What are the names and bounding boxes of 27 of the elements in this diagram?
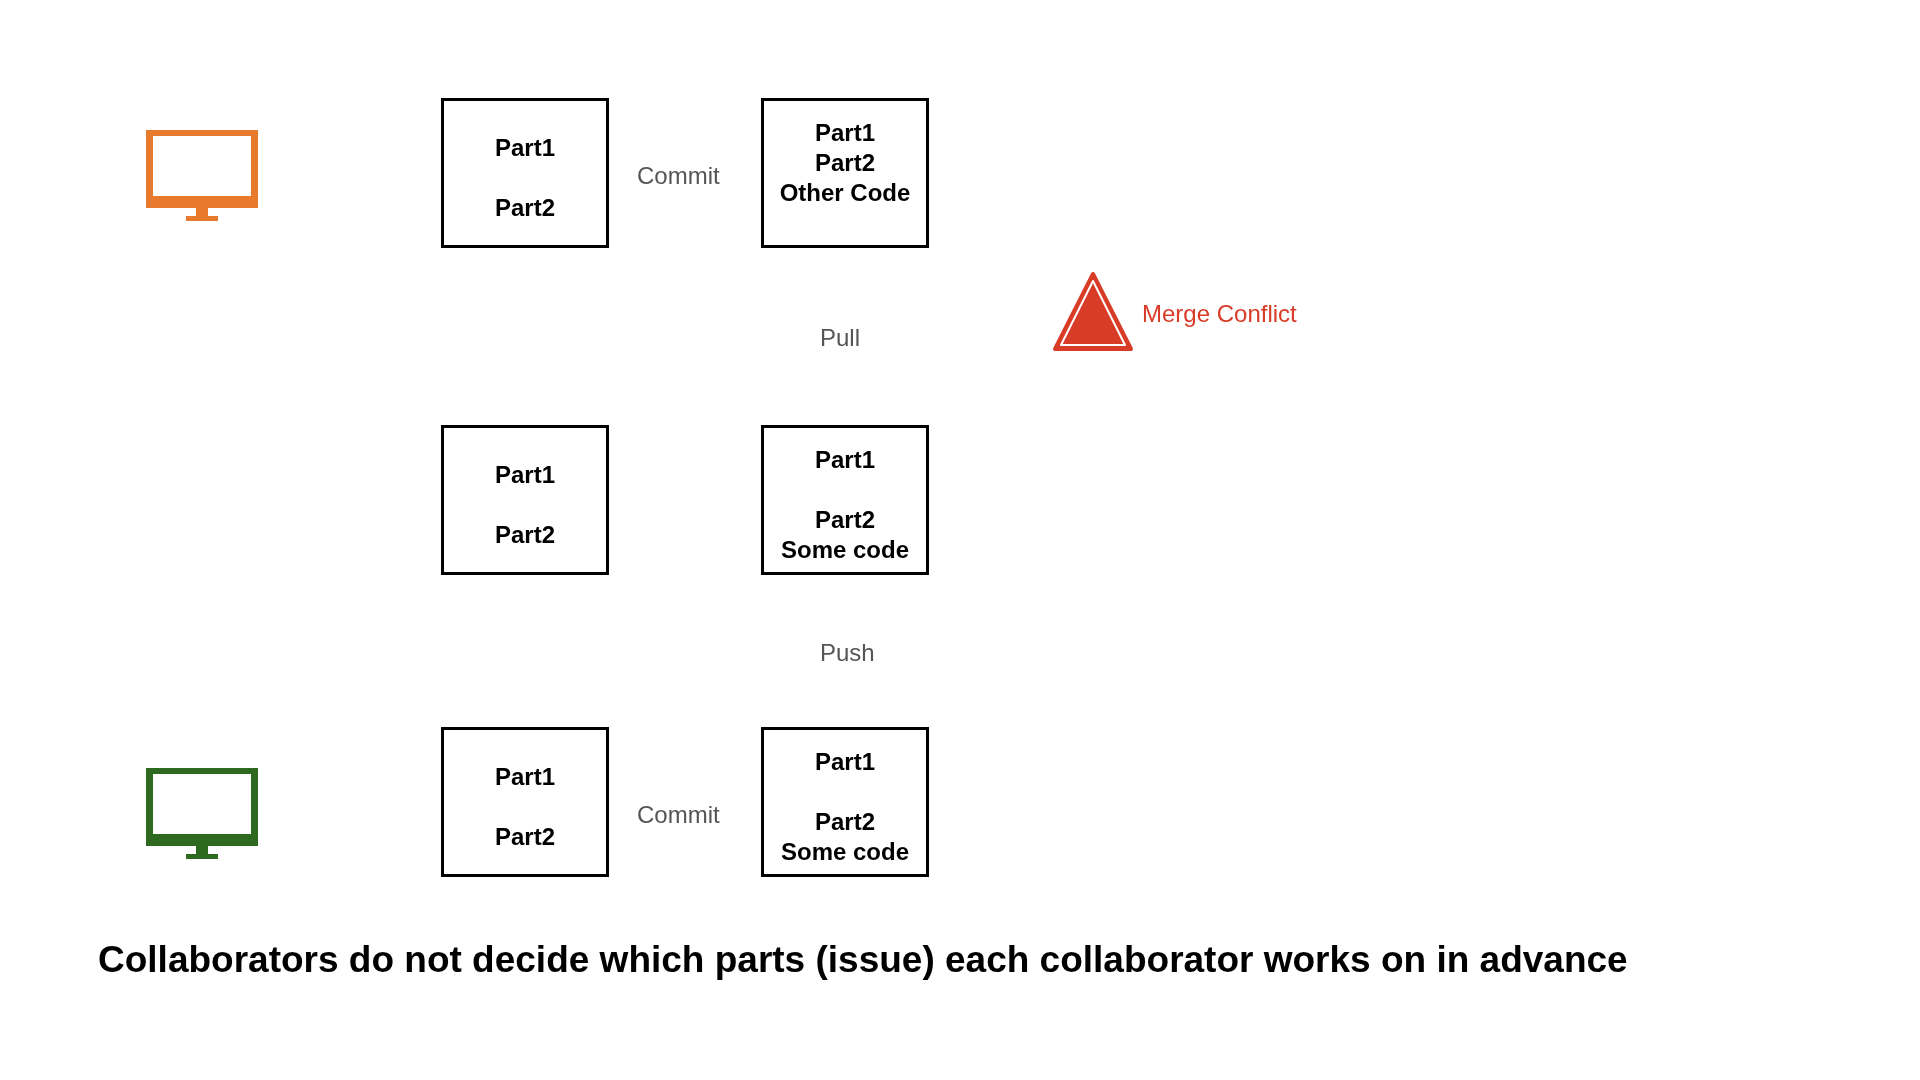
code-box [441,425,609,575]
code-box [761,98,929,248]
box-text: Part2 [813,808,876,836]
box-text: Part1 [493,134,556,162]
caption: Collaborators do not decide which parts (issue) each collaborator works on in advance [98,938,1628,982]
warning-label: Merge Conflict [1142,300,1297,328]
box-text: Part1 [813,748,876,776]
box-text: Part2 [493,823,556,851]
code-box [441,727,609,877]
box-text: Part2 [813,149,876,177]
box-text: Part1 [493,763,556,791]
box-text: Some code [779,838,910,866]
box-text: Other Code [778,179,912,207]
box-text: Some code [779,536,910,564]
box-text: Part2 [493,521,556,549]
code-box [761,727,929,877]
code-box [761,425,929,575]
box-text: Part1 [813,119,876,147]
step-label: Push [820,639,875,667]
code-box [441,98,609,248]
step-label: Pull [820,324,861,352]
box-text: Part1 [813,446,876,474]
step-label: Commit [637,162,720,190]
box-text: Part2 [493,194,556,222]
box-text: Part1 [493,461,556,489]
step-label: Commit [637,801,720,829]
box-text: Part2 [813,506,876,534]
